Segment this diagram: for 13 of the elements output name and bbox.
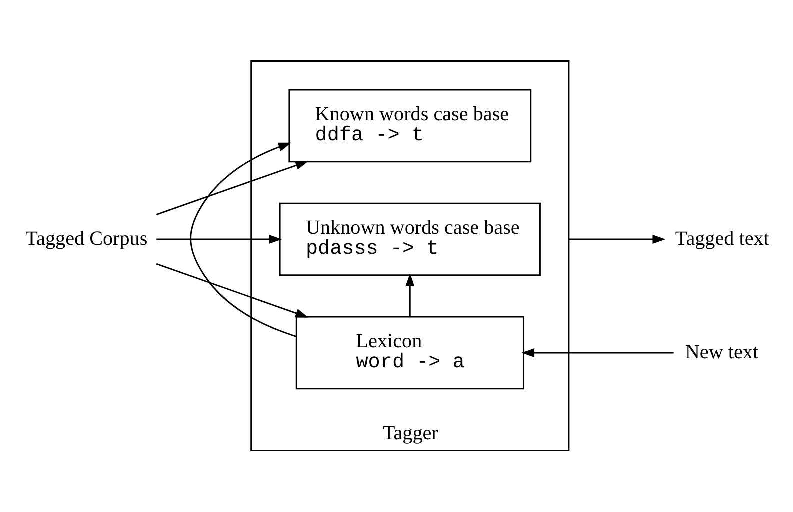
node-text: New text bbox=[685, 341, 759, 364]
arrow bbox=[156, 161, 309, 216]
node-box: Unknown words case base pdasss -> t bbox=[279, 202, 541, 276]
arrow bbox=[156, 234, 282, 244]
node-text: Tagged Corpus bbox=[26, 228, 148, 250]
arrow bbox=[522, 348, 674, 358]
arrow bbox=[156, 263, 309, 318]
arrow bbox=[406, 273, 415, 317]
arrow bbox=[190, 142, 297, 338]
node-box: Lexicon word -> a bbox=[296, 316, 524, 390]
arrow bbox=[568, 234, 666, 244]
node-text: Tagged text bbox=[675, 228, 770, 250]
node-box: Known words case base ddfa -> t bbox=[288, 89, 532, 163]
